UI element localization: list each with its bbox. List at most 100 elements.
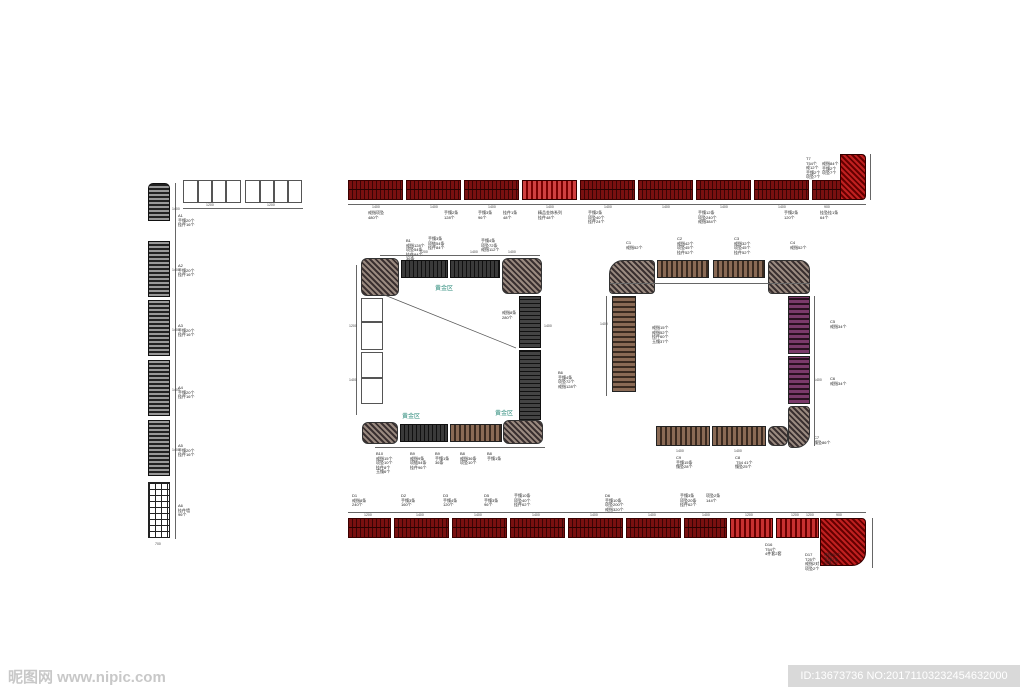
bottom-seg-8 [730,518,773,538]
a5-label: A5 手镯20个 挂件16个 [178,443,195,458]
top-label-3: 手镯3条 96个 [478,210,493,220]
b-zone-bottom-right: 黄金区 [495,411,514,417]
bottom-corner-label-1: D16 T54个 4件套2套 [765,542,782,557]
b-left-empty-4 [361,378,383,404]
top-ruler [348,204,866,205]
c-bottom-label-2: C8 T54 41个 镯坠25个 [735,455,753,470]
a6-label: A6 挂件墙 96个 [178,503,190,518]
c-left-seg [612,296,636,392]
b-top-seg-1 [401,260,448,278]
bottom-seg-4 [510,518,565,538]
c-dim-3: 1400 [600,322,608,326]
top-seg-2 [406,180,461,200]
footer: 昵图网 www.nipic.com ID:13673736 NO:2017110… [0,662,1024,694]
top-seg-8 [754,180,809,200]
b-side-dim-2: 1400 [349,378,357,382]
top-seg-3 [464,180,519,200]
bottom-label-8: 项坠2条 144个 [706,493,721,503]
b-top-label-1: B1 戒指128个 项坠54条 挂件84个 36条 [406,238,425,262]
top-dim-3: 1400 [488,205,496,209]
bottom-label-1: D1 戒指8条 240个 [352,493,367,508]
b-side-dim-3: 1400 [544,324,552,328]
b-top-label-2: 手镯3条 项链54条 挂件84个 [428,236,445,251]
bottom-dim-8: 1200 [745,513,753,517]
c-right-seg-2 [788,356,810,404]
top-label-2: 手镯2条 128个 [444,210,459,220]
c-right-seg-1 [788,296,810,354]
bottom-label-7: 手镯3条 项坠20条 挂件62个 [680,493,697,508]
bottom-corner-ruler [872,518,873,568]
c-bottom-label-1: C9 手镯15条 镯坠28个 [676,455,693,470]
bottom-dim-3: 1400 [474,513,482,517]
bottom-label-3: D3 手镯4条 120个 [443,493,458,508]
c-right-label-2: C6 戒指34个 [830,376,847,386]
top-dim-6: 1400 [662,205,670,209]
bottom-seg-7 [684,518,727,538]
bottom-seg-2 [394,518,449,538]
top-corner-label-2: 戒指84个 手镯2个 项坠7个 [822,161,839,176]
b-bottom-seg-2 [450,424,502,442]
c-right-label-3: C7 镯坠86个 [814,435,831,445]
empty-box-4 [226,180,241,203]
bottom-seg-1 [348,518,391,538]
c-left-label: 戒指15个 戒指52个 挂件60个 玉镯37个 [652,325,669,344]
empty-box-7 [274,180,288,203]
b-bottom-label-5: B8 手镯1条 [487,451,502,461]
top-corner-label: T7 T54个 戒12个 手镯2个 项坠7个 [806,156,821,180]
a-dim-6: 700 [155,542,161,546]
bottom-corner-label-3: 戒指20个 手镯2条 项坠2个 [824,552,841,567]
top-corner-ruler [870,154,871,200]
b-left-empty-3 [361,352,383,378]
b-corner-tr [502,258,542,294]
a-ruler [175,183,176,539]
bottom-seg-5 [568,518,623,538]
bottom-dim-11: 900 [836,513,842,517]
a1-label: A1 手镯20个 挂件16个 [178,213,195,228]
bottom-dim-9: 1200 [791,513,799,517]
c-bottom-right-end [768,426,788,446]
b-bottom-label-1: B10 戒指15个 项坠10个 挂件8个 玉镯6个 [376,451,393,475]
bottom-label-6: D6 手镯10条 项坠200个 戒指320个 [605,493,624,512]
top-dim-8: 1400 [778,205,786,209]
empty-box-3 [212,180,226,203]
b-corner-bl [362,422,398,444]
bottom-dim-6: 1400 [648,513,656,517]
a-dim-5: 1400 [172,448,180,452]
top-seg-9 [812,180,842,200]
bottom-corner [820,518,866,566]
c-dim-1: 1400 [676,449,684,453]
bottom-dim-2: 1400 [416,513,424,517]
top-dim-4: 1400 [546,205,554,209]
b-top-label-3: 手镯4条 项坠72条 戒指112个 [481,238,500,253]
top-seg-1 [348,180,403,200]
b-corner-tl [361,258,399,296]
b-zone-bottom-left: 黄金区 [402,414,421,420]
c-top-label-1: C1 戒指52个 [626,240,643,250]
a2-label: A2 手镯20个 挂件16个 [178,263,195,278]
b-right-label-1: 戒指8条 280个 [502,310,517,320]
c-left-ruler [606,296,607,396]
empty-box-dim-2: 1200 [267,203,275,207]
a-seg-4 [148,420,170,476]
b-side-dim-1: 1200 [349,324,357,328]
empty-box-2 [198,180,212,203]
c-bottom-seg-2 [712,426,766,446]
a4-label: A4 手镯20个 挂件16个 [178,385,195,400]
bottom-dim-10: 1200 [806,513,814,517]
bottom-seg-9 [776,518,819,538]
b-top-dim-1: 1200 [420,250,428,254]
b-bottom-ruler [375,447,545,448]
c-top-seg-2 [713,260,765,278]
a-dim-2: 1400 [172,268,180,272]
a-dim-4: 1400 [172,388,180,392]
empty-box-dim-1: 1200 [206,203,214,207]
c-right-ruler [814,296,815,446]
b-zone-top: 黄金区 [435,286,454,292]
c-corner-tr [768,260,810,294]
bottom-seg-3 [452,518,507,538]
c-dim-4: 1400 [814,378,822,382]
empty-box-8 [288,180,302,203]
top-label-8: 手镯2条 120个 [784,210,799,220]
b-top-seg-2 [450,260,500,278]
empty-box-5 [245,180,260,203]
